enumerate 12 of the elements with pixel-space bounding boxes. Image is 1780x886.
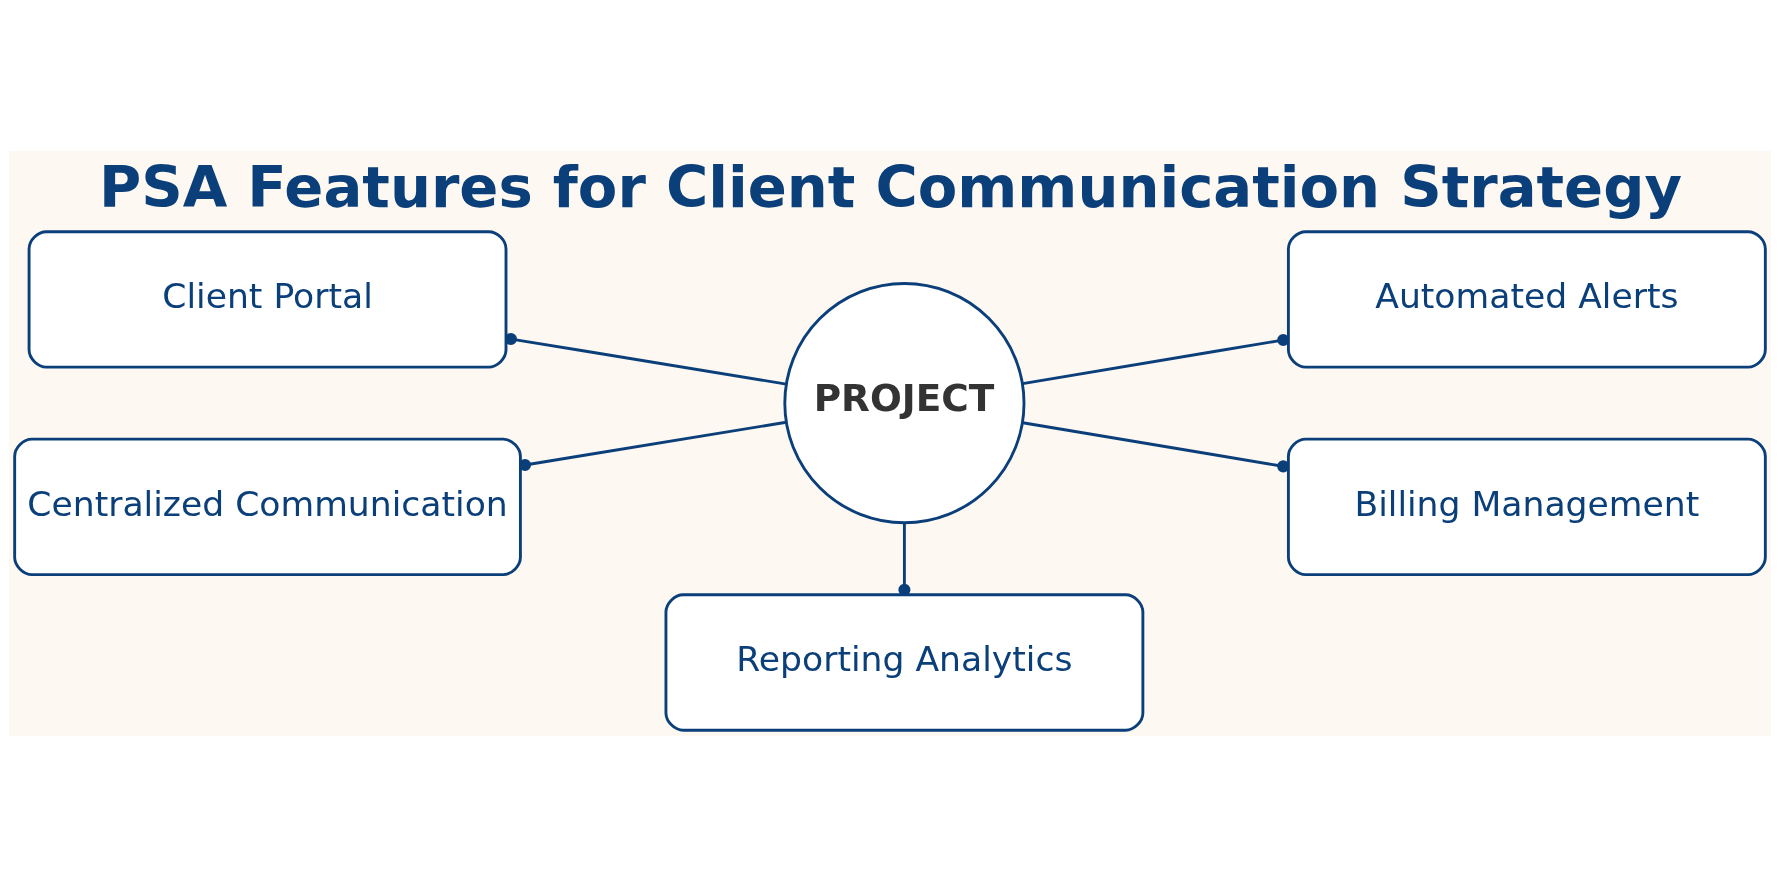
node-box: Automated Alerts (1286, 229, 1767, 369)
connector (1022, 333, 1290, 385)
connector (1022, 420, 1290, 472)
connector (898, 522, 911, 596)
connector (504, 332, 787, 385)
node-box: Reporting Analytics (664, 592, 1145, 732)
diagram-title: PSA Features for Client Communication Strategy (98, 153, 1683, 221)
node-box: Billing Management (1286, 437, 1767, 576)
node-circle: PROJECT (783, 281, 1026, 524)
node-box: Client Portal (27, 229, 508, 369)
node-box: Centralized Communication (13, 437, 522, 576)
connector (518, 420, 787, 471)
